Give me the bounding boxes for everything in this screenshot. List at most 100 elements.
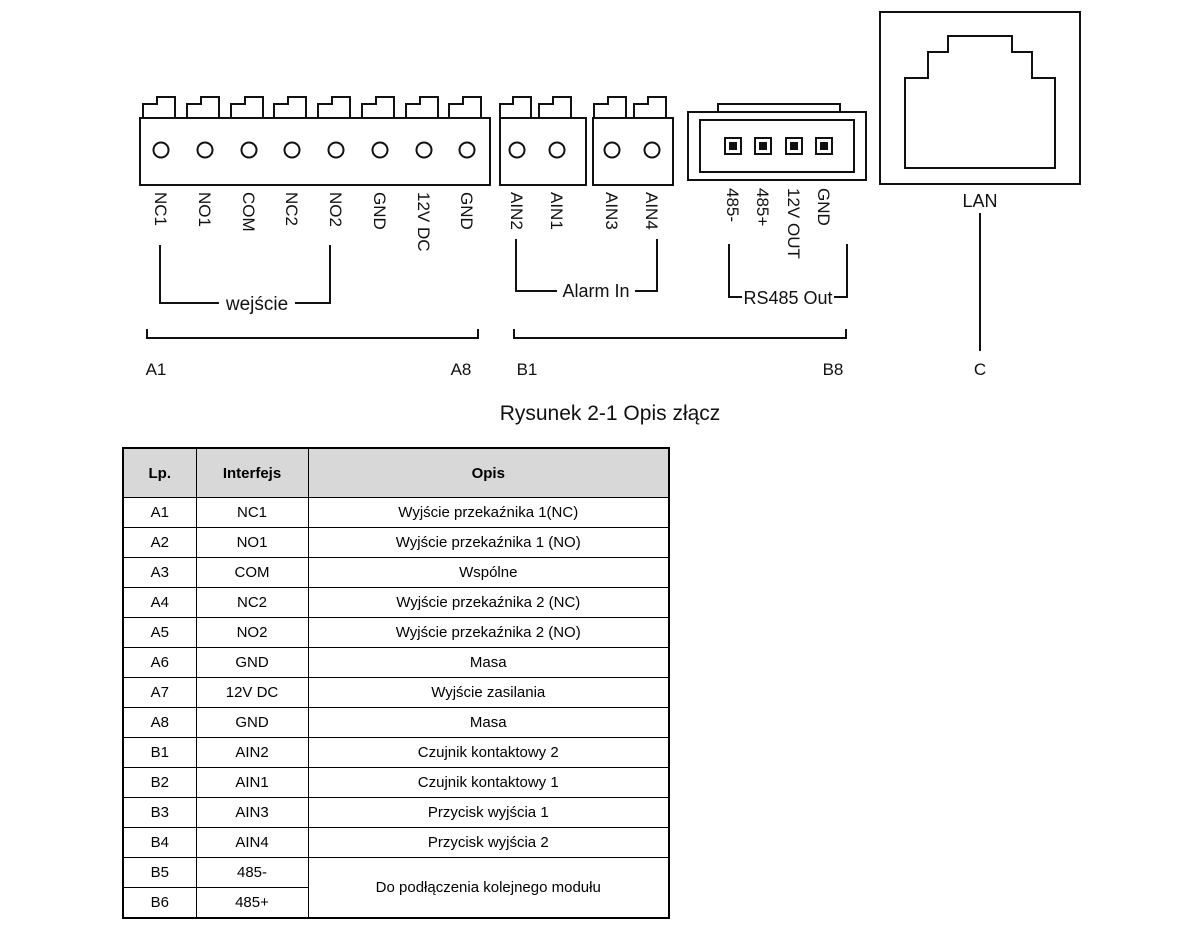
cell-opis: Wyjście przekaźnika 1 (NO) [307, 527, 670, 558]
pin-label-nc2: NC2 [282, 192, 301, 226]
range-a8-label: A8 [451, 360, 472, 379]
table-row-b4: B4 AIN4 Przycisk wyjścia 2 [122, 827, 670, 858]
cell-lp: B5 [122, 857, 197, 888]
cell-opis: Wspólne [307, 557, 670, 588]
col-header-opis: Opis [307, 447, 670, 498]
cell-opis: Wyjście przekaźnika 2 (NO) [307, 617, 670, 648]
cell-opis: Wyjście przekaźnika 2 (NC) [307, 587, 670, 618]
cell-opis: Czujnik kontaktowy 2 [307, 737, 670, 768]
cell-lp: B2 [122, 767, 197, 798]
cell-interfejs: NO2 [195, 617, 309, 648]
cell-interfejs: NO1 [195, 527, 309, 558]
cell-opis: Przycisk wyjścia 1 [307, 797, 670, 828]
range-b-line [513, 329, 847, 339]
connector-diagram: NC1 NO1 COM NC2 NO2 GND 12V DC GND AIN2 … [139, 11, 1081, 425]
col-header-lp: Lp. [122, 447, 197, 498]
block-b-pin-labels: AIN2 AIN1 AIN3 AIN4 [507, 192, 661, 230]
rs485-out-label: RS485 Out [743, 288, 832, 308]
cell-lp: A8 [122, 707, 197, 738]
terminal-block-b [499, 96, 674, 186]
cell-lp: A7 [122, 677, 197, 708]
range-labels: A1 A8 B1 B8 C [146, 360, 987, 379]
table-row-a2: A2 NO1 Wyjście przekaźnika 1 (NO) [122, 527, 670, 558]
cell-lp: B3 [122, 797, 197, 828]
rs485-connector [687, 103, 867, 181]
table-row-a1: A1 NC1 Wyjście przekaźnika 1(NC) [122, 497, 670, 528]
pin-label-12vout: 12V OUT [784, 188, 803, 259]
cell-opis-merged: Do podłączenia kolejnego modułu [307, 857, 670, 919]
lan-label: LAN [962, 191, 997, 211]
cell-opis: Czujnik kontaktowy 1 [307, 767, 670, 798]
figure-caption: Rysunek 2-1 Opis złącz [500, 402, 721, 425]
connector-table: Lp. Interfejs Opis A1 NC1 Wyjście przeka… [122, 447, 670, 919]
cell-interfejs: COM [195, 557, 309, 588]
alarm-in-label: Alarm In [562, 281, 629, 301]
terminal-hole [152, 141, 170, 159]
block-a-pin-labels: NC1 NO1 COM NC2 NO2 GND 12V DC GND [151, 192, 476, 252]
cell-interfejs: AIN4 [195, 827, 309, 858]
cell-opis: Wyjście zasilania [307, 677, 670, 708]
pin-label-ain3: AIN3 [602, 192, 621, 230]
cell-lp: B4 [122, 827, 197, 858]
cell-interfejs: NC1 [195, 497, 309, 528]
col-header-interfejs: Interfejs [195, 447, 309, 498]
table-header-row: Lp. Interfejs Opis [122, 447, 670, 498]
pin-label-gnd2: GND [457, 192, 476, 230]
pin-label-gnd1: GND [370, 192, 389, 230]
cell-opis: Przycisk wyjścia 2 [307, 827, 670, 858]
pin-label-gnd3: GND [814, 188, 833, 226]
table-row-b3: B3 AIN3 Przycisk wyjścia 1 [122, 797, 670, 828]
lan-socket [879, 11, 1081, 185]
cell-interfejs: AIN2 [195, 737, 309, 768]
cell-lp: B1 [122, 737, 197, 768]
table-row-a6: A6 GND Masa [122, 647, 670, 678]
table-row-b5: B5 485- Do podłączenia kolejnego modułu [122, 857, 670, 919]
table-row-a3: A3 COM Wspólne [122, 557, 670, 588]
cell-opis: Masa [307, 707, 670, 738]
table-row-b1: B1 AIN2 Czujnik kontaktowy 2 [122, 737, 670, 768]
cell-lp: A4 [122, 587, 197, 618]
table-row-a7: A7 12V DC Wyjście zasilania [122, 677, 670, 708]
cell-interfejs: GND [195, 707, 309, 738]
pin-label-ain4: AIN4 [642, 192, 661, 230]
rs485-pin-labels: 485- 485+ 12V OUT GND [723, 188, 833, 259]
table-row-a8: A8 GND Masa [122, 707, 670, 738]
pin-contact [729, 142, 737, 150]
cell-interfejs: NC2 [195, 587, 309, 618]
cell-lp: A2 [122, 527, 197, 558]
alarm-in-bracket [515, 239, 658, 292]
pin-label-nc1: NC1 [151, 192, 170, 226]
cell-interfejs: AIN1 [195, 767, 309, 798]
rs485-out-bracket [728, 244, 848, 298]
pin-label-no2: NO2 [326, 192, 345, 227]
cell-interfejs: 485- [195, 857, 309, 888]
cell-interfejs: AIN3 [195, 797, 309, 828]
terminal-block-a [139, 96, 491, 186]
range-a1-label: A1 [146, 360, 167, 379]
cell-lp: A1 [122, 497, 197, 528]
cell-lp: B6 [122, 887, 197, 919]
cell-opis: Wyjście przekaźnika 1(NC) [307, 497, 670, 528]
table-row-b2: B2 AIN1 Czujnik kontaktowy 1 [122, 767, 670, 798]
pin-label-485minus: 485- [723, 188, 742, 222]
cell-lp: A5 [122, 617, 197, 648]
wejscie-bracket [159, 245, 331, 304]
range-c-label: C [974, 360, 986, 379]
range-a-line [146, 329, 479, 339]
cell-lp: A3 [122, 557, 197, 588]
range-b1-label: B1 [517, 360, 538, 379]
wejscie-label: wejście [225, 294, 288, 315]
cell-lp: A6 [122, 647, 197, 678]
cell-interfejs: GND [195, 647, 309, 678]
table-row-b6: B6 485+ [122, 887, 669, 919]
pin-label-ain2: AIN2 [507, 192, 526, 230]
pin-label-485plus: 485+ [753, 188, 772, 226]
cell-opis: Masa [307, 647, 670, 678]
cell-interfejs: 12V DC [195, 677, 309, 708]
pin-label-ain1: AIN1 [547, 192, 566, 230]
pin-label-12vdc: 12V DC [414, 192, 433, 252]
table-row-a4: A4 NC2 Wyjście przekaźnika 2 (NC) [122, 587, 670, 618]
cell-interfejs: 485+ [195, 887, 309, 919]
pin-label-com: COM [239, 192, 258, 232]
